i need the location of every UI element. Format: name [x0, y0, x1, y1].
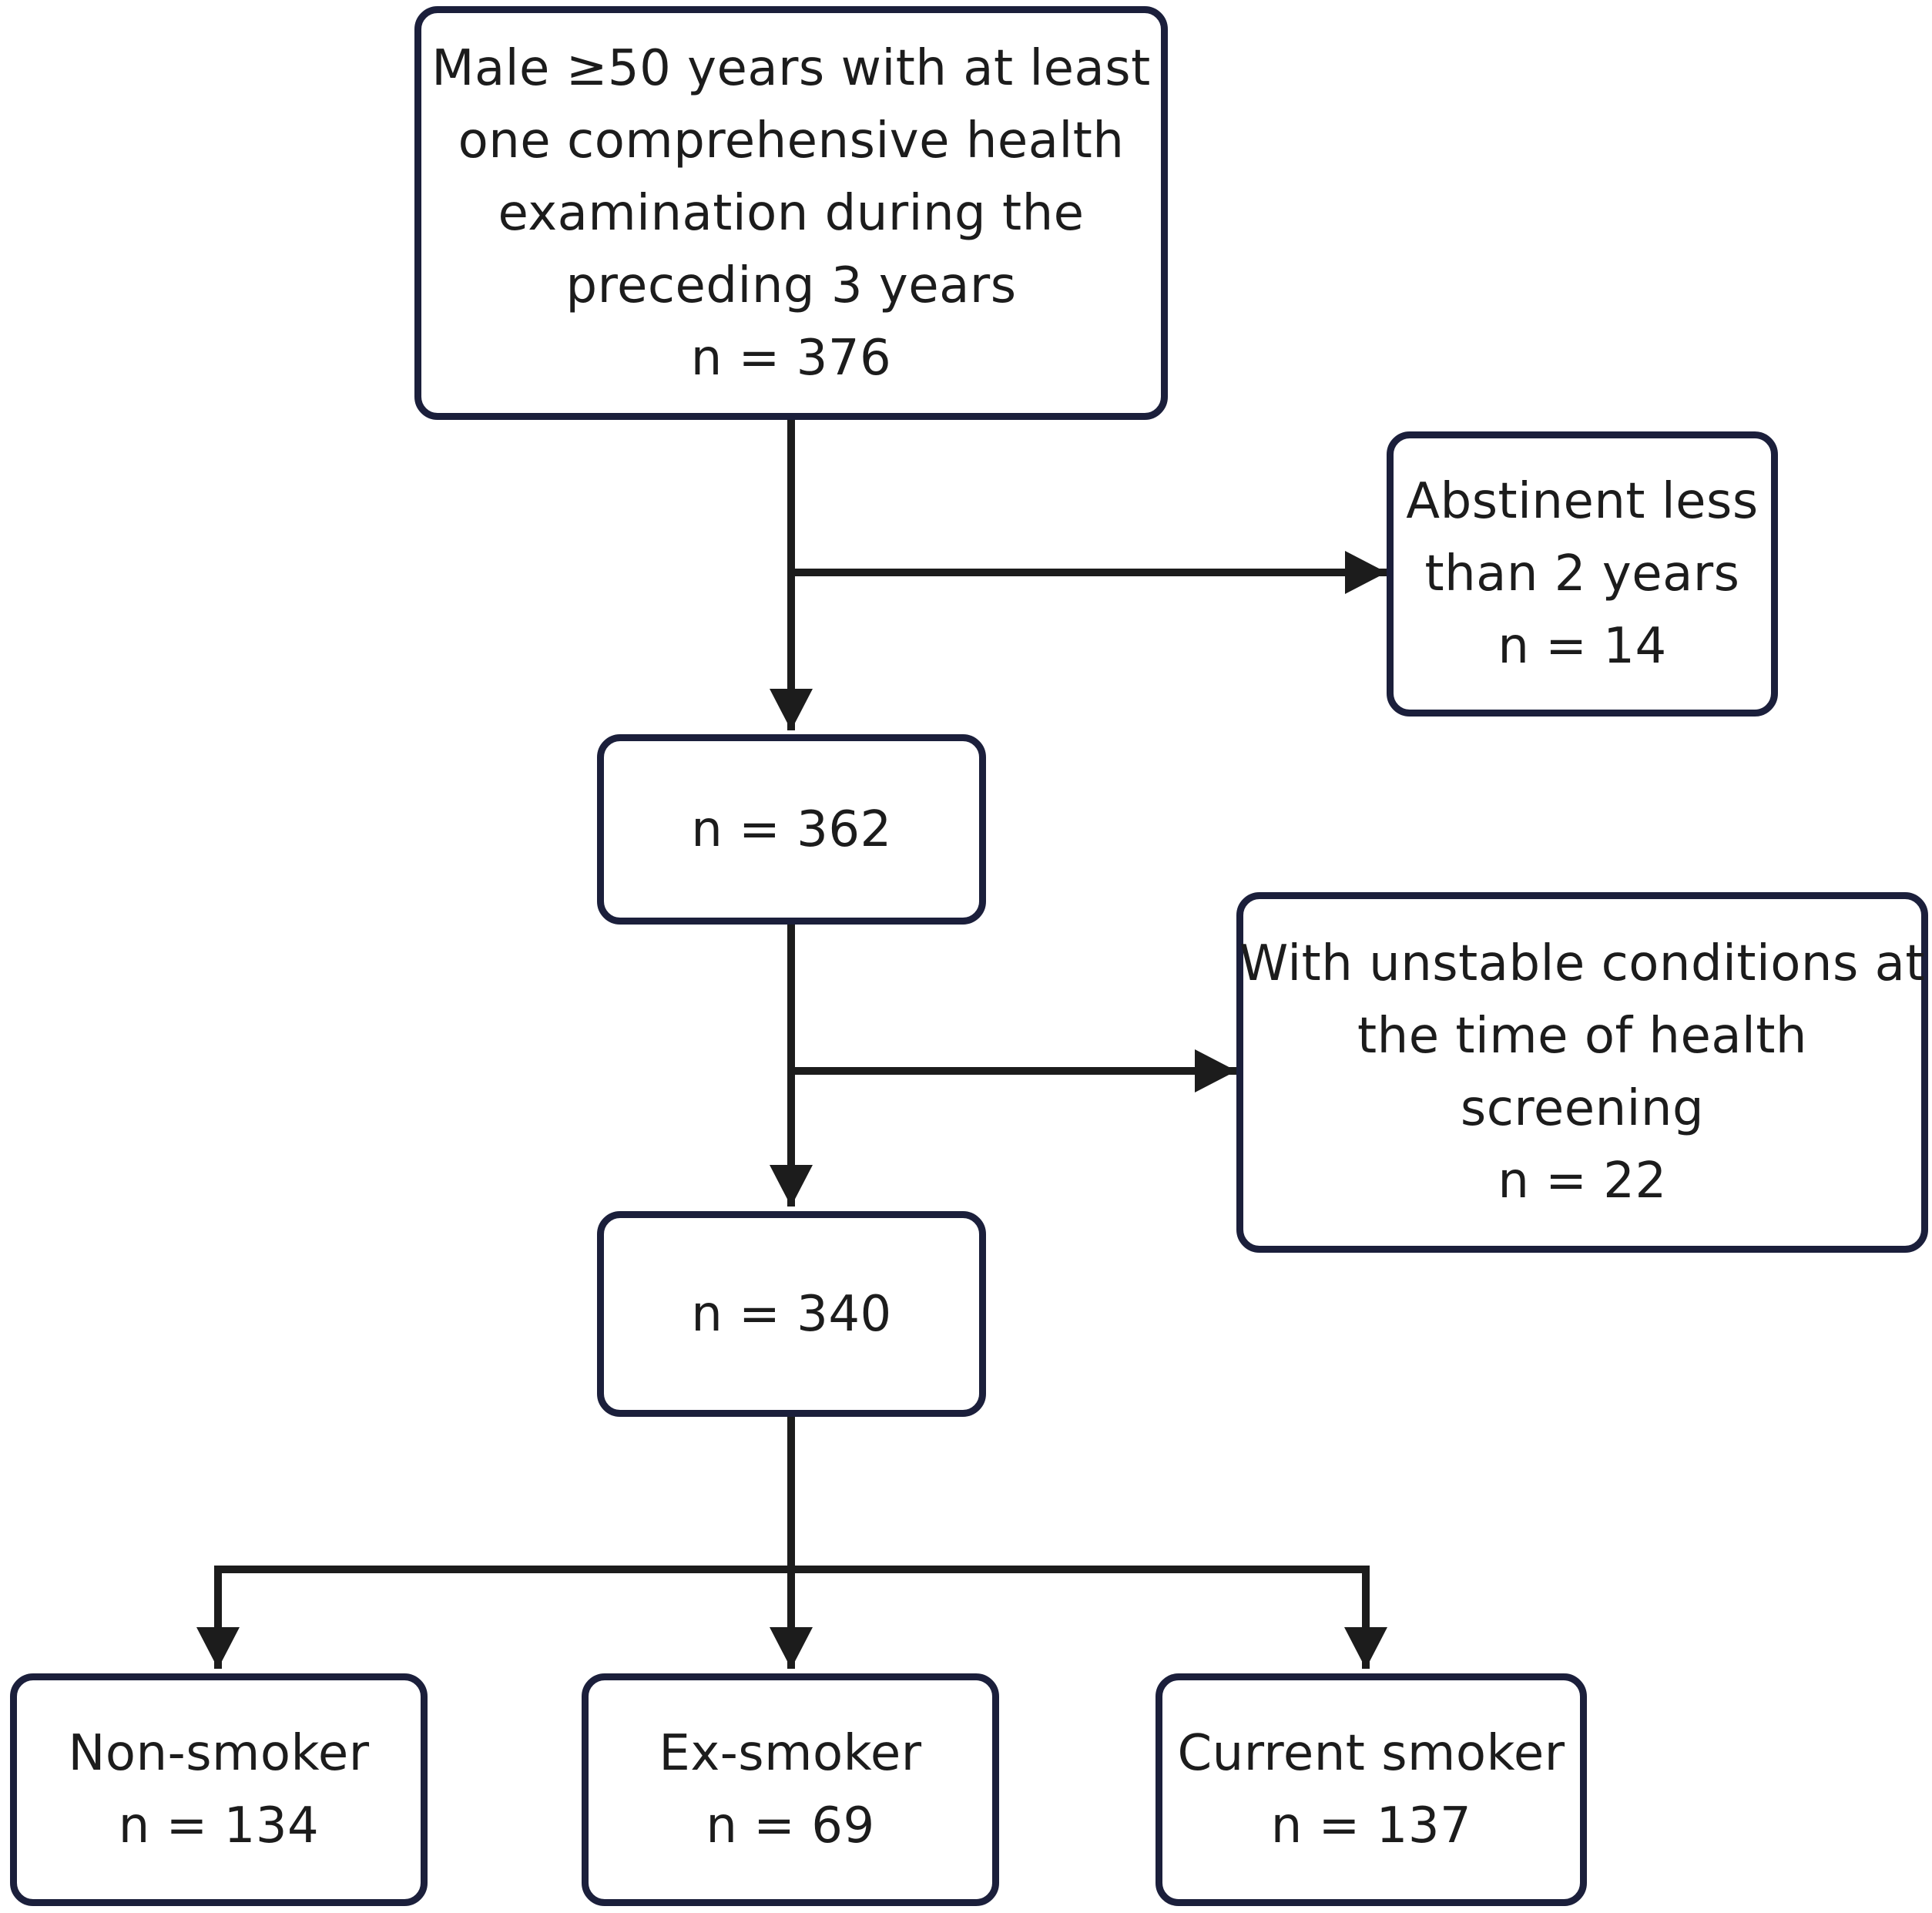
box-initial-line-2: one comprehensive health — [458, 112, 1125, 169]
exclusion-1-line-1: Abstinent less — [1406, 473, 1759, 530]
exclusion-2-count: n = 22 — [1498, 1153, 1667, 1210]
exclusion-2-line-1: With unstable conditions at — [1239, 935, 1925, 992]
exclusion-1-line-2: than 2 years — [1424, 545, 1740, 602]
box-exclusion-unstable: With unstable conditions at the time of … — [1236, 892, 1928, 1253]
box-remaining-340: n = 340 — [597, 1211, 986, 1417]
box-initial-count: n = 376 — [690, 329, 892, 387]
ex-smoker-count: n = 69 — [706, 1797, 875, 1854]
non-smoker-count: n = 134 — [118, 1797, 320, 1854]
exclusion-2-line-2: the time of health — [1357, 1008, 1807, 1065]
current-smoker-count: n = 137 — [1270, 1797, 1472, 1854]
box-remaining-362: n = 362 — [597, 734, 986, 925]
box-initial-line-4: preceding 3 years — [565, 257, 1017, 314]
box-non-smoker: Non-smoker n = 134 — [10, 1673, 428, 1906]
box-initial-line-1: Male ≥50 years with at least — [431, 39, 1151, 97]
box-exclusion-abstinent: Abstinent less than 2 years n = 14 — [1387, 431, 1778, 717]
remaining-362-count: n = 362 — [691, 800, 892, 858]
box-initial-population: Male ≥50 years with at least one compreh… — [414, 6, 1168, 420]
non-smoker-label: Non-smoker — [68, 1725, 370, 1782]
exclusion-1-count: n = 14 — [1498, 618, 1667, 675]
box-ex-smoker: Ex-smoker n = 69 — [582, 1673, 999, 1906]
box-initial-line-3: examination during the — [498, 184, 1085, 242]
ex-smoker-label: Ex-smoker — [659, 1725, 922, 1782]
box-current-smoker: Current smoker n = 137 — [1156, 1673, 1587, 1906]
current-smoker-label: Current smoker — [1177, 1725, 1565, 1782]
exclusion-2-line-3: screening — [1460, 1080, 1705, 1137]
remaining-340-count: n = 340 — [691, 1285, 892, 1343]
